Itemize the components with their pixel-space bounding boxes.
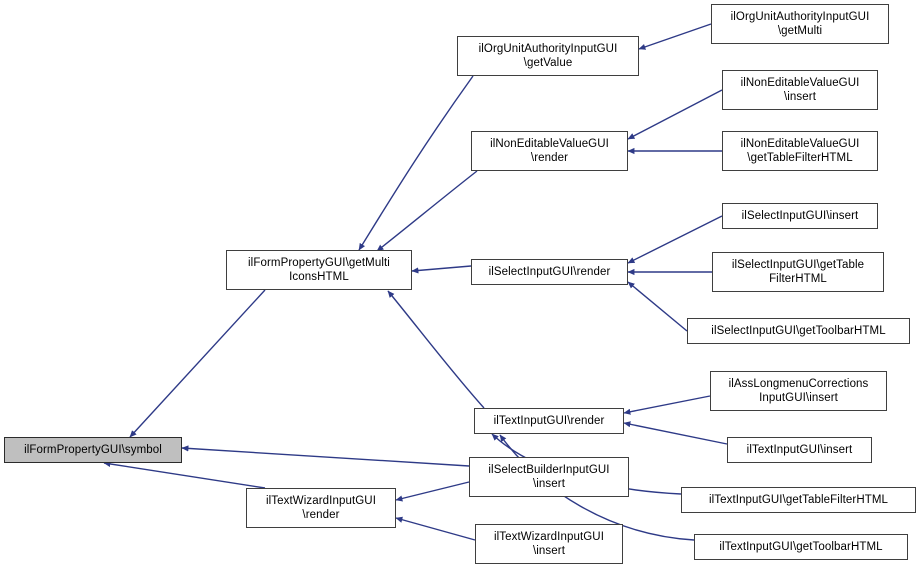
graph-edge-orgUnitGetMulti-to-orgUnitGetValue <box>638 23 712 50</box>
graph-edge-nonEditableInsert-to-nonEditableRender <box>627 89 723 140</box>
graph-node-label: ilSelectInputGUI\getTable FilterHTML <box>731 259 865 285</box>
graph-edge-textWizardRender-to-symbol <box>103 460 266 489</box>
graph-node-assLongmenuInsert[interactable]: ilAssLongmenuCorrections InputGUI\insert <box>710 371 887 411</box>
graph-node-label: ilTextWizardInputGUI \render <box>265 495 376 521</box>
graph-node-textInsert[interactable]: ilTextInputGUI\insert <box>727 437 872 463</box>
graph-node-selectToolbar[interactable]: ilSelectInputGUI\getToolbarHTML <box>687 318 910 344</box>
graph-edge-textWizardInsert-to-textWizardRender <box>395 516 476 541</box>
graph-node-nonEditableInsert[interactable]: ilNonEditableValueGUI \insert <box>722 70 878 110</box>
graph-edge-textRender-to-getMultiIconsHTML <box>387 290 485 409</box>
graph-node-label: ilNonEditableValueGUI \getTableFilterHTM… <box>740 138 860 164</box>
graph-edge-orgUnitGetValue-to-getMultiIconsHTML <box>358 75 474 251</box>
graph-node-label: ilSelectInputGUI\getToolbarHTML <box>711 325 886 337</box>
graph-node-orgUnitGetMulti[interactable]: ilOrgUnitAuthorityInputGUI \getMulti <box>711 4 889 44</box>
graph-node-label: ilFormPropertyGUI\symbol <box>24 444 162 456</box>
graph-node-textWizardRender[interactable]: ilTextWizardInputGUI \render <box>246 488 396 528</box>
graph-node-label: ilFormPropertyGUI\getMulti IconsHTML <box>248 257 390 283</box>
graph-node-textToolbar[interactable]: ilTextInputGUI\getToolbarHTML <box>694 534 908 560</box>
graph-node-label: ilSelectBuilderInputGUI \insert <box>488 464 610 490</box>
graph-edge-selectBuilderInsert-to-textWizardRender <box>395 481 470 502</box>
graph-node-label: ilNonEditableValueGUI \insert <box>740 77 860 103</box>
graph-node-selectBuilderInsert[interactable]: ilSelectBuilderInputGUI \insert <box>469 457 629 497</box>
graph-node-label: ilSelectInputGUI\render <box>488 266 611 278</box>
graph-node-getMultiIconsHTML[interactable]: ilFormPropertyGUI\getMulti IconsHTML <box>226 250 412 290</box>
graph-node-label: ilTextInputGUI\getToolbarHTML <box>719 541 883 553</box>
graph-edge-selectInsert-to-selectRender <box>627 215 723 264</box>
graph-node-textRender[interactable]: ilTextInputGUI\render <box>474 408 624 434</box>
graph-edge-getMultiIconsHTML-to-symbol <box>129 289 266 438</box>
graph-node-nonEditableTableFilter[interactable]: ilNonEditableValueGUI \getTableFilterHTM… <box>722 131 878 171</box>
graph-edge-selectRender-to-getMultiIconsHTML <box>411 265 472 274</box>
graph-edge-nonEditableRender-to-getMultiIconsHTML <box>376 170 478 252</box>
graph-node-selectTableFilter[interactable]: ilSelectInputGUI\getTable FilterHTML <box>712 252 884 292</box>
graph-node-symbol[interactable]: ilFormPropertyGUI\symbol <box>4 437 182 463</box>
graph-node-selectInsert[interactable]: ilSelectInputGUI\insert <box>722 203 878 229</box>
graph-node-label: ilTextInputGUI\render <box>493 415 605 427</box>
graph-edge-assLongmenuInsert-to-textRender <box>623 395 711 415</box>
graph-node-label: ilTextInputGUI\insert <box>746 444 853 456</box>
graph-node-label: ilOrgUnitAuthorityInputGUI \getValue <box>478 43 618 69</box>
graph-edge-textInsert-to-textRender <box>623 421 728 445</box>
graph-node-label: ilSelectInputGUI\insert <box>741 210 859 222</box>
graph-node-orgUnitGetValue[interactable]: ilOrgUnitAuthorityInputGUI \getValue <box>457 36 639 76</box>
graph-node-label: ilOrgUnitAuthorityInputGUI \getMulti <box>730 11 870 37</box>
graph-node-nonEditableRender[interactable]: ilNonEditableValueGUI \render <box>471 131 628 171</box>
graph-edge-selectBuilderInsert-to-symbol <box>181 445 470 467</box>
graph-node-label: ilNonEditableValueGUI \render <box>490 138 609 164</box>
graph-node-textTableFilter[interactable]: ilTextInputGUI\getTableFilterHTML <box>681 487 916 513</box>
graph-node-label: ilTextInputGUI\getTableFilterHTML <box>708 494 889 506</box>
graph-node-selectRender[interactable]: ilSelectInputGUI\render <box>471 259 628 285</box>
graph-node-textWizardInsert[interactable]: ilTextWizardInputGUI \insert <box>475 524 623 564</box>
graph-node-label: ilTextWizardInputGUI \insert <box>493 531 604 557</box>
graph-node-label: ilAssLongmenuCorrections InputGUI\insert <box>728 378 869 404</box>
graph-edge-selectToolbar-to-selectRender <box>627 281 688 332</box>
